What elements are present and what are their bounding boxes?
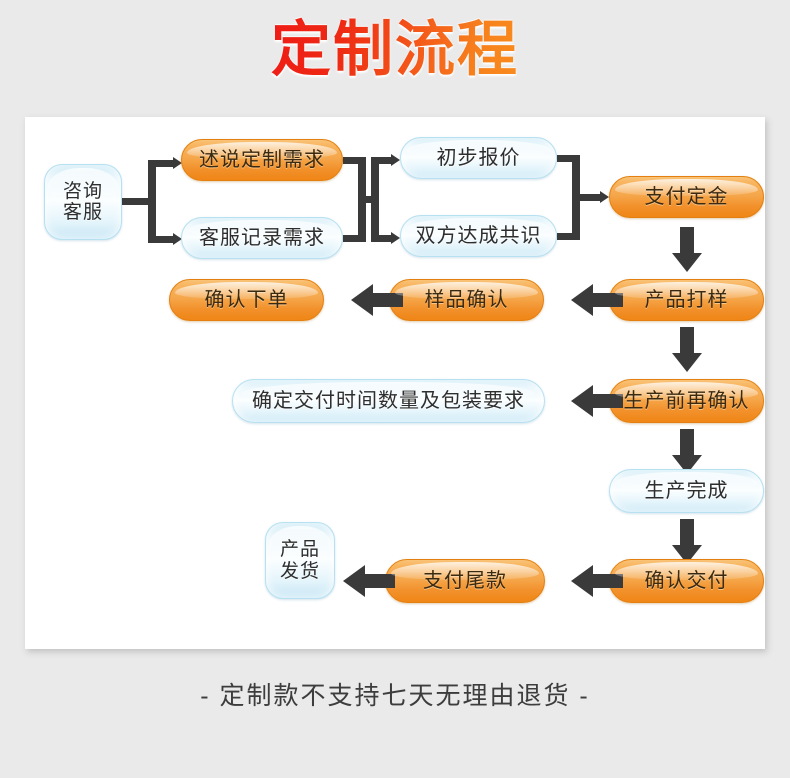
title-bar: 定制流程	[0, 14, 790, 92]
flow-node-pay-deposit[interactable]: 支付定金	[609, 176, 764, 218]
connector-arrow-down-sampling-to-preconfirm	[672, 327, 702, 372]
flow-node-label: 双方达成共识	[415, 224, 542, 247]
flowchart-panel: 咨询 客服 述说定制需求 客服记录需求 初步报价 双方达成共识	[25, 117, 765, 649]
flow-node-label: 客服记录需求	[199, 226, 325, 249]
connector-arrow-left-sampling-to-confirm	[571, 284, 623, 316]
flow-node-label: 生产前再确认	[623, 389, 750, 412]
flow-node-state-requirements[interactable]: 述说定制需求	[181, 139, 343, 181]
connector-arrow-left-confirm-to-order	[351, 284, 403, 316]
flow-node-label: 咨询 客服	[62, 180, 103, 223]
page-title: 定制流程	[271, 14, 519, 86]
flow-node-confirm-order[interactable]: 确认下单	[169, 279, 324, 321]
flow-node-label: 述说定制需求	[199, 148, 325, 171]
flow-node-sample-confirmation[interactable]: 样品确认	[389, 279, 544, 321]
flow-node-label: 产品 发货	[279, 539, 320, 582]
flow-node-delivery-terms[interactable]: 确定交付时间数量及包装要求	[232, 379, 545, 423]
flow-node-consult-service[interactable]: 咨询 客服	[44, 164, 122, 240]
flow-node-label: 确认下单	[204, 288, 289, 311]
flow-node-pay-balance[interactable]: 支付尾款	[385, 559, 545, 603]
connector-arrow-down-deposit-to-sample	[672, 227, 702, 272]
flow-node-label: 支付定金	[644, 185, 729, 208]
flow-node-label: 支付尾款	[423, 569, 507, 592]
footer-note: - 定制款不支持七天无理由退货 -	[200, 682, 590, 710]
flow-node-label: 初步报价	[436, 146, 521, 169]
flow-node-label: 产品打样	[644, 288, 729, 311]
connector-arrow-down-preconfirm-to-done	[672, 429, 702, 474]
flow-node-preliminary-quote[interactable]: 初步报价	[400, 137, 557, 179]
flow-node-product-shipment[interactable]: 产品 发货	[265, 522, 335, 599]
flow-node-label: 确认交付	[644, 569, 729, 592]
flow-node-label: 样品确认	[424, 288, 509, 311]
connector-arrow-left-balance-to-shipment	[343, 565, 395, 597]
flow-node-preproduction-confirm[interactable]: 生产前再确认	[609, 379, 764, 423]
flow-node-mutual-consensus[interactable]: 双方达成共识	[400, 215, 557, 257]
connector-arrow-down-done-to-handover	[672, 519, 702, 564]
flow-node-product-sampling[interactable]: 产品打样	[609, 279, 764, 321]
flow-node-production-complete[interactable]: 生产完成	[609, 469, 764, 513]
flow-node-service-record[interactable]: 客服记录需求	[181, 217, 343, 259]
connector-arrow-left-handover-to-balance	[571, 565, 623, 597]
flow-node-label: 生产完成	[644, 479, 729, 502]
flow-node-label: 确定交付时间数量及包装要求	[252, 389, 525, 412]
connector-arrow-left-preconfirm-to-delivery	[571, 385, 623, 417]
flow-node-confirm-handover[interactable]: 确认交付	[609, 559, 764, 603]
